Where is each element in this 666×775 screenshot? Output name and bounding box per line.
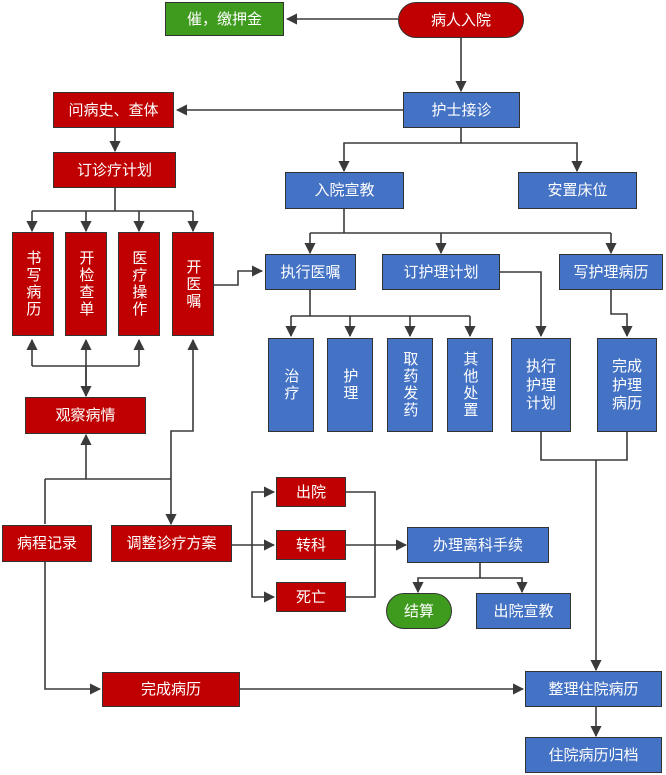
archive-label: 住院病历归档 [548, 745, 639, 764]
admission-education-box: 入院宣教 [285, 172, 404, 209]
nurse-reception-label: 护士接诊 [431, 100, 492, 119]
progress-notes-box: 病程记录 [2, 525, 92, 562]
discharge-box: 出院 [276, 477, 346, 507]
admission-education-label: 入院宣教 [314, 181, 375, 200]
write-record-label: 书写病历 [24, 250, 43, 318]
archive-box: 住院病历归档 [525, 737, 662, 773]
write-nursing-record-box: 写护理病历 [559, 254, 663, 290]
adjust-plan-label: 调整诊疗方案 [126, 534, 217, 553]
prescribe-label: 开医嘱 [184, 258, 203, 310]
treatment-plan-box: 订诊疗计划 [53, 152, 176, 188]
dispense-label: 取药发药 [401, 351, 420, 419]
order-exam-box: 开检查单 [65, 232, 107, 336]
execute-nursing-plan-box: 执行护理计划 [511, 338, 571, 432]
settle-box: 结算 [386, 593, 452, 629]
treatment-box: 治疗 [268, 338, 314, 432]
organize-record-box: 整理住院病历 [525, 671, 662, 707]
adjust-plan-box: 调整诊疗方案 [111, 525, 232, 562]
treatment-label: 治疗 [282, 368, 301, 402]
complete-nursing-record-box: 完成护理病历 [597, 338, 657, 432]
nursing-plan-label: 订护理计划 [403, 262, 479, 281]
transfer-box: 转科 [276, 530, 346, 560]
history-exam-label: 问病史、查体 [68, 100, 159, 119]
death-box: 死亡 [276, 582, 346, 612]
admit-box: 病人入院 [398, 2, 524, 38]
discharge-education-box: 出院宣教 [476, 593, 571, 629]
death-label: 死亡 [295, 587, 326, 606]
deposit-box: 催，缴押金 [165, 2, 284, 36]
complete-nursing-record-label: 完成护理病历 [611, 356, 642, 413]
dispense-box: 取药发药 [387, 338, 433, 432]
discharge-education-label: 出院宣教 [493, 601, 554, 620]
transfer-label: 转科 [295, 535, 326, 554]
deposit-label: 催，缴押金 [186, 9, 262, 28]
progress-notes-label: 病程记录 [16, 534, 77, 553]
organize-record-label: 整理住院病历 [548, 679, 639, 698]
execute-orders-label: 执行医嘱 [280, 262, 341, 281]
medical-operation-box: 医疗操作 [118, 232, 160, 336]
medical-operation-label: 医疗操作 [130, 250, 149, 318]
execute-nursing-plan-label: 执行护理计划 [525, 356, 556, 413]
care-box: 护理 [327, 338, 373, 432]
settle-label: 结算 [403, 601, 434, 620]
prescribe-box: 开医嘱 [172, 232, 214, 336]
order-exam-label: 开检查单 [77, 250, 96, 318]
admit-label: 病人入院 [430, 10, 491, 29]
handle-procedures-label: 办理离科手续 [432, 535, 523, 554]
arrange-bed-box: 安置床位 [518, 172, 637, 209]
observe-box: 观察病情 [25, 397, 146, 434]
execute-orders-box: 执行医嘱 [265, 254, 356, 290]
other-label: 其他处置 [461, 351, 480, 419]
complete-record-box: 完成病历 [102, 672, 240, 707]
care-label: 护理 [341, 368, 360, 402]
write-nursing-record-label: 写护理病历 [573, 262, 649, 281]
arrange-bed-label: 安置床位 [547, 181, 608, 200]
nursing-plan-box: 订护理计划 [382, 254, 500, 290]
discharge-label: 出院 [295, 482, 326, 501]
complete-record-label: 完成病历 [140, 680, 201, 699]
treatment-plan-label: 订诊疗计划 [76, 160, 152, 179]
nurse-reception-box: 护士接诊 [403, 92, 520, 128]
other-box: 其他处置 [447, 338, 493, 432]
handle-procedures-box: 办理离科手续 [407, 527, 549, 563]
history-exam-box: 问病史、查体 [53, 92, 174, 128]
write-record-box: 书写病历 [12, 232, 54, 336]
observe-label: 观察病情 [55, 406, 116, 425]
